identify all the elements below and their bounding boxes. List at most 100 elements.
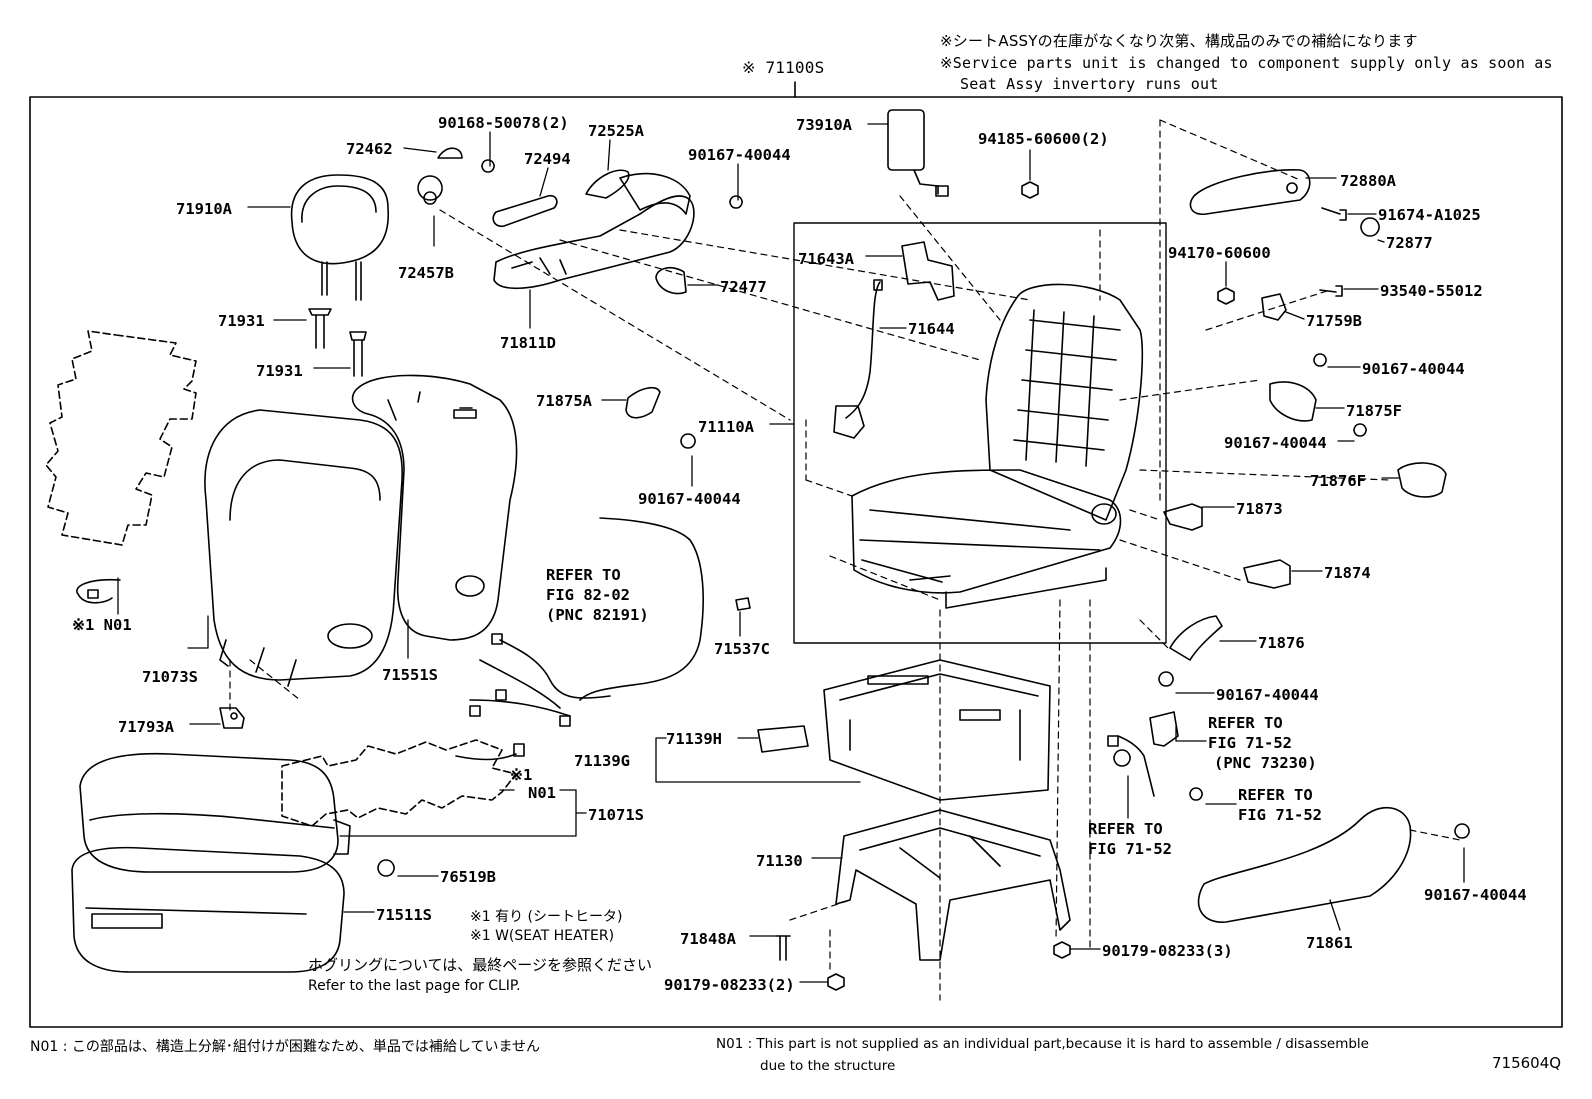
footnote-n01-en-1: N01 : This part is not supplied as an in…	[716, 1036, 1369, 1052]
note-heater-jp: ※1 有り (シートヒータ)	[470, 909, 623, 925]
bushing-72477	[655, 266, 687, 295]
bolt-90167-b	[1313, 353, 1327, 367]
part-label-refer-82: REFER TO	[546, 566, 621, 584]
part-label-71130: 71130	[756, 852, 803, 870]
part-label-71861: 71861	[1306, 934, 1353, 952]
part-label-71537C: 71537C	[714, 640, 770, 658]
part-label-71551S: 71551S	[382, 666, 438, 684]
assembly-label: ※ 71100S	[742, 58, 825, 77]
alignment-dash-9	[1129, 509, 1161, 521]
nut-94170	[1217, 287, 1235, 305]
part-label-71931-a: 71931	[218, 312, 265, 330]
bolt-90167-a	[729, 195, 743, 209]
part-label-71874: 71874	[1324, 564, 1371, 582]
alignment-dash-5	[1159, 119, 1301, 181]
hog-ring-76519B	[377, 859, 395, 877]
cover-71875F	[1269, 381, 1317, 422]
part-label-refer-71c2: FIG 71-52	[1088, 840, 1172, 858]
part-label-71644: 71644	[908, 320, 955, 338]
part-label-71139G: 71139G	[574, 752, 630, 770]
part-label-refer-71a3: (PNC 73230)	[1214, 754, 1317, 772]
note-en-top-1: ※Service parts unit is changed to compon…	[940, 54, 1553, 72]
bolt-90167-d	[680, 433, 696, 449]
part-label-refer-71a: REFER TO	[1208, 714, 1283, 732]
cushion-pad-71511S	[71, 846, 345, 973]
leader-72494	[539, 167, 549, 197]
figure-id: 715604Q	[1492, 1054, 1562, 1072]
part-label-72877: 72877	[1386, 234, 1433, 252]
part-label-star1: ※1	[510, 766, 533, 784]
headrest-guides-71931	[308, 308, 367, 377]
note-heater-en: ※1 W(SEAT HEATER)	[470, 928, 615, 944]
alignment-dash-21	[805, 479, 853, 497]
heater-connector-back	[87, 589, 99, 599]
part-label-refer-71b2: FIG 71-52	[1238, 806, 1322, 824]
part-label-72462: 72462	[346, 140, 393, 158]
cover-71876	[1169, 615, 1223, 661]
part-label-71873: 71873	[1236, 500, 1283, 518]
alignment-dash-18	[789, 899, 851, 921]
part-label-72494: 72494	[524, 150, 571, 168]
cover-72525A	[585, 169, 630, 199]
part-label-71875F: 71875F	[1346, 402, 1402, 420]
cover-71876F	[1397, 462, 1447, 498]
bolt-90167-e	[1158, 671, 1174, 687]
alignment-dash-14	[1055, 599, 1061, 941]
nut-90179-3	[1053, 941, 1071, 959]
pin-71848A	[775, 935, 791, 961]
nut-94185	[1021, 181, 1039, 199]
knob-72457B	[417, 175, 443, 205]
part-label-73910A: 73910A	[796, 116, 852, 134]
part-label-94185: 94185-60600(2)	[978, 130, 1109, 148]
bolt-90167-f	[1454, 823, 1470, 839]
leader-refer-71a2	[1175, 725, 1207, 742]
side-shield-71861	[1197, 806, 1412, 923]
cable-71644	[833, 279, 883, 439]
cushion-cover-71071S	[79, 752, 351, 873]
bracket-71873	[1163, 503, 1203, 531]
bracket-71759B	[1261, 293, 1287, 321]
part-label-71876F: 71876F	[1310, 472, 1366, 490]
part-label-71876: 71876	[1258, 634, 1305, 652]
heater-wire-back	[76, 578, 121, 604]
part-label-n01-a: ※1 N01	[72, 616, 132, 634]
footnote-n01-jp: N01 : この部品は、構造上分解･組付けが困難なため、単品では補給していません	[30, 1039, 541, 1055]
note-en-top-2: Seat Assy invertory runs out	[960, 75, 1219, 93]
alignment-dash-10	[1119, 539, 1241, 581]
part-label-71643A: 71643A	[798, 250, 854, 268]
bolt-93540	[1319, 285, 1343, 297]
seatback-pad-71551S	[351, 374, 518, 641]
heater-mat-back	[45, 330, 197, 546]
part-label-71848A: 71848A	[680, 930, 736, 948]
alignment-dash-6	[1205, 289, 1331, 331]
bracket-71875A	[625, 386, 661, 419]
bracket-71874	[1243, 559, 1291, 589]
part-label-91674: 91674-A1025	[1378, 206, 1481, 224]
part-label-n01-b: N01	[528, 784, 556, 802]
clip-71793A	[219, 707, 245, 729]
recliner-cover-71811D	[493, 172, 695, 290]
part-label-90168: 90168-50078(2)	[438, 114, 569, 132]
switch-73910A	[887, 109, 949, 197]
part-label-refer-82c: (PNC 82191)	[546, 606, 649, 624]
alignment-dash-23	[829, 555, 941, 601]
leader-72462	[403, 147, 437, 153]
leader-71759B	[1285, 311, 1305, 320]
footnote-n01-en-2: due to the structure	[760, 1058, 896, 1074]
headrest-71910A	[290, 174, 390, 301]
harness-71139H	[757, 725, 809, 753]
outer-frame	[29, 96, 1563, 1028]
part-label-90179-2: 90179-08233(2)	[664, 976, 795, 994]
part-label-94170: 94170-60600	[1168, 244, 1271, 262]
part-label-71811D: 71811D	[500, 334, 556, 352]
part-label-93540: 93540-55012	[1380, 282, 1483, 300]
part-label-refer-71a2: FIG 71-52	[1208, 734, 1292, 752]
seat-riser-71139G	[823, 659, 1051, 801]
part-label-71793A: 71793A	[118, 718, 174, 736]
clip-71537C	[735, 597, 751, 611]
alignment-dash-1	[559, 239, 981, 361]
seat-frame-71110A	[851, 283, 1144, 609]
heater-connector-cushion	[513, 743, 525, 757]
part-label-90167-a: 90167-40044	[688, 146, 791, 164]
